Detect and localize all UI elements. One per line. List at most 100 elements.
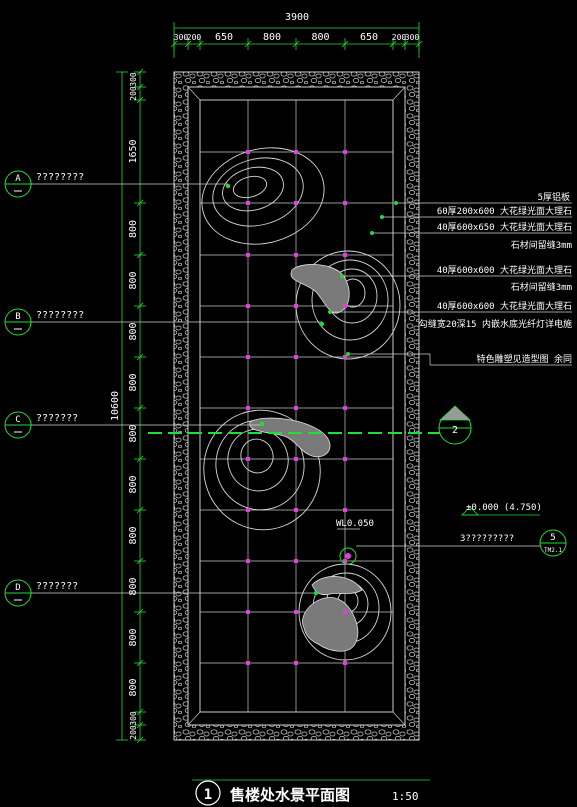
callout-b: B????????	[4, 308, 325, 336]
left-dimensions	[116, 68, 146, 744]
fiber-light-dot	[294, 610, 298, 614]
section-line: 2	[148, 405, 472, 445]
callout-r-4: 40厚600x600 大花绿光面大理石	[437, 264, 572, 276]
fiber-light-dot	[246, 406, 250, 410]
elevation-label: ±0.000 (4.750)	[466, 503, 542, 513]
fiber-lights	[246, 150, 347, 665]
left-dim-label: 300	[129, 72, 138, 87]
callout-r-7: 勾缝宽20深15 内嵌水底光纤灯详电施	[419, 318, 572, 330]
right-leader-lines	[330, 202, 572, 366]
top-dim-label: 300	[405, 33, 420, 42]
callout-r-1: 60厚200x600 大花绿光面大理石	[437, 205, 572, 217]
title-number-circle	[195, 780, 221, 806]
sculptures	[249, 264, 363, 652]
callout-tag: A	[15, 174, 21, 184]
ripple-group-a	[201, 147, 325, 245]
left-dim-total: 10600	[110, 391, 121, 421]
fiber-light-dot	[343, 559, 347, 563]
title-number: 1	[204, 787, 212, 803]
coping-corner-lines	[187, 86, 406, 726]
fiber-light-dot	[343, 661, 347, 665]
fiber-light-dot	[343, 201, 347, 205]
left-dim-label: 800	[128, 373, 139, 391]
water-level-label: WL0.050	[336, 519, 374, 529]
left-dim-label: 800	[128, 577, 139, 595]
left-dim-label: 800	[128, 424, 139, 442]
top-dim-label: 800	[263, 32, 281, 43]
top-dim-label: 650	[215, 32, 233, 43]
callout-text: ????????	[36, 172, 84, 183]
section-number: 2	[452, 425, 458, 436]
fiber-light-dot	[343, 253, 347, 257]
top-dim-label: 300	[174, 33, 189, 42]
top-dim-label: 650	[360, 32, 378, 43]
left-dim-segments: 3002001650800800800800800800800800800800…	[128, 72, 139, 740]
callout-text: ???????	[36, 413, 78, 424]
fiber-light-dot	[343, 508, 347, 512]
fiber-light-dot	[294, 559, 298, 563]
detail-sheet: TM2.1	[544, 547, 562, 554]
callout-a: A????????	[4, 170, 231, 198]
left-dim-label: 800	[128, 322, 139, 340]
callout-d: D???????	[4, 579, 319, 607]
callout-tag: B	[15, 312, 20, 322]
callout-r-5: 石材间留缝3mm	[511, 281, 572, 293]
detail-number: 5	[550, 533, 555, 543]
top-dimensions	[170, 22, 423, 58]
top-dim-total: 3900	[285, 12, 309, 23]
top-dim-label: 200	[392, 33, 407, 42]
fiber-light-dot	[294, 457, 298, 461]
callout-tag: D	[15, 583, 20, 593]
fiber-light-dot	[294, 508, 298, 512]
fiber-light-dot	[246, 150, 250, 154]
detail-note: 3?????????	[460, 534, 514, 544]
section-arrow-icon	[438, 405, 472, 421]
fiber-light-dot	[246, 661, 250, 665]
fiber-light-dot	[246, 355, 250, 359]
callout-r-0: 5厚铝板	[538, 191, 570, 203]
water-level-marker	[339, 547, 357, 565]
fiber-light-dot	[294, 661, 298, 665]
drawing-title: 1 售楼处水景平面图 1:50	[192, 779, 430, 806]
left-dim-label: 800	[128, 526, 139, 544]
fiber-light-dot	[246, 508, 250, 512]
left-callouts: A????????B????????C???????D???????	[4, 170, 325, 607]
callout-r-2: 40厚600x650 大花绿光面大理石	[437, 221, 572, 233]
left-dim-label: 800	[128, 678, 139, 696]
left-dim-label: 1650	[128, 139, 139, 163]
elevation-callout: ±0.000 (4.750) WL0.050 3????????? 5 TM2.…	[336, 503, 567, 565]
left-dim-label: 200	[129, 86, 138, 101]
fiber-light-dot	[246, 304, 250, 308]
top-dim-label: 200	[187, 33, 202, 42]
fiber-light-dot	[294, 304, 298, 308]
callout-r-3: 石材间留缝3mm	[511, 239, 572, 251]
fiber-light-dot	[246, 559, 250, 563]
fiber-light-dot	[343, 610, 347, 614]
right-callouts: 5厚铝板 60厚200x600 大花绿光面大理石 40厚600x650 大花绿光…	[328, 191, 572, 366]
fiber-light-dot	[294, 355, 298, 359]
fiber-light-dot	[294, 406, 298, 410]
left-dim-label: 800	[128, 475, 139, 493]
left-dim-label: 800	[128, 220, 139, 238]
fiber-light-dot	[343, 355, 347, 359]
fiber-light-dot	[246, 610, 250, 614]
left-dim-label: 200	[129, 725, 138, 740]
fiber-light-dot	[343, 150, 347, 154]
title-scale: 1:50	[392, 790, 419, 803]
fiber-light-dot	[343, 304, 347, 308]
callout-c: C???????	[4, 411, 265, 439]
fiber-light-dot	[343, 457, 347, 461]
fiber-light-dot	[246, 457, 250, 461]
fiber-light-dot	[294, 201, 298, 205]
fiber-light-dot	[343, 406, 347, 410]
title-text: 售楼处水景平面图	[230, 786, 350, 804]
fiber-light-dot	[294, 253, 298, 257]
left-dim-label: 800	[128, 628, 139, 646]
fiber-light-dot	[246, 253, 250, 257]
callout-tag: C	[15, 415, 20, 425]
callout-text: ???????	[36, 581, 78, 592]
callout-r-6: 40厚600x600 大花绿光面大理石	[437, 300, 572, 312]
